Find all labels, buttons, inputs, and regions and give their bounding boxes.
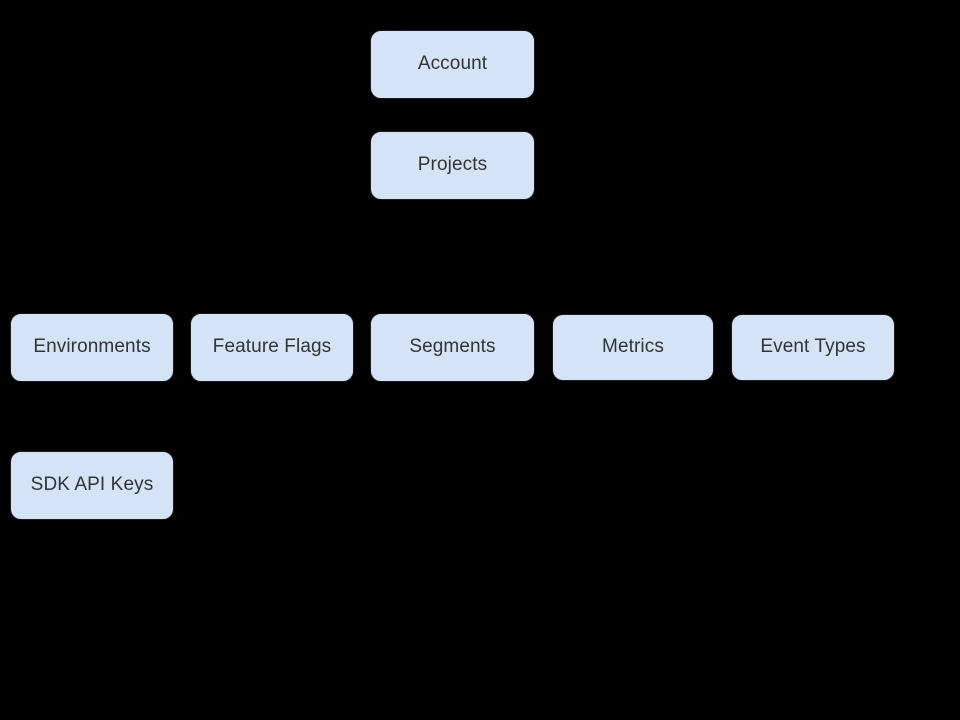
edge-projects-trunk bbox=[452, 200, 454, 257]
node-segments-label: Segments bbox=[409, 336, 496, 358]
node-sdk-api-keys-label: SDK API Keys bbox=[30, 474, 154, 496]
node-metrics[interactable]: Metrics bbox=[552, 314, 714, 381]
node-sdk-api-keys[interactable]: SDK API Keys bbox=[10, 451, 174, 520]
node-segments[interactable]: Segments bbox=[370, 313, 535, 382]
node-event-types-label: Event Types bbox=[760, 336, 866, 358]
node-projects-label: Projects bbox=[417, 154, 488, 176]
edge-environments-to-sdk-api-keys bbox=[92, 382, 94, 451]
edge-bus-to-environments bbox=[92, 256, 94, 313]
node-metrics-label: Metrics bbox=[602, 336, 664, 358]
edge-bus-to-event-types bbox=[812, 256, 814, 314]
edge-bus-to-feature-flags bbox=[272, 256, 274, 313]
node-projects[interactable]: Projects bbox=[370, 131, 535, 200]
edge-bus-to-metrics bbox=[632, 256, 634, 314]
node-environments-label: Environments bbox=[33, 336, 151, 358]
node-account[interactable]: Account bbox=[370, 30, 535, 99]
edge-account-to-projects bbox=[452, 99, 454, 131]
node-feature-flags-label: Feature Flags bbox=[212, 336, 332, 358]
node-account-label: Account bbox=[417, 53, 488, 75]
node-event-types[interactable]: Event Types bbox=[731, 314, 895, 381]
node-feature-flags[interactable]: Feature Flags bbox=[190, 313, 354, 382]
node-environments[interactable]: Environments bbox=[10, 313, 174, 382]
edge-bus-to-segments bbox=[452, 256, 454, 313]
